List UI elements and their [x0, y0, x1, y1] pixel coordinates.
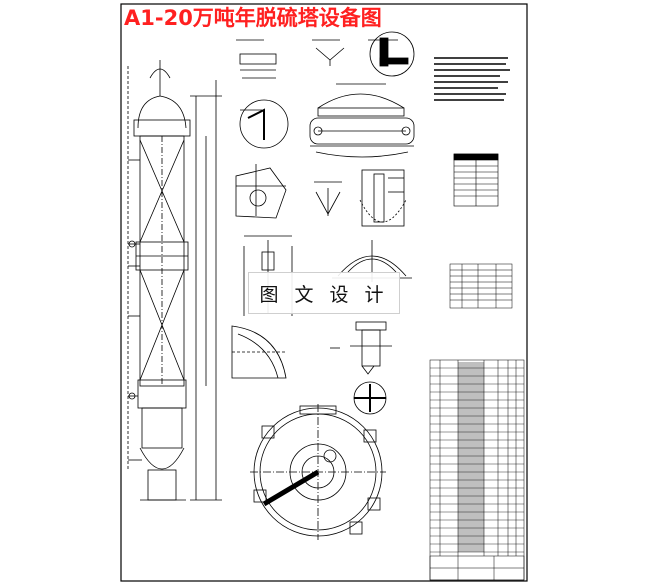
watermark-badge: 图 文 设 计	[248, 272, 400, 314]
drawing-title: A1-20万吨年脱硫塔设备图	[124, 6, 382, 30]
nozzle-table	[453, 153, 499, 207]
middle-details	[235, 164, 407, 227]
sheet-border	[120, 3, 528, 582]
curved-shell-detail	[231, 325, 287, 379]
top-details	[236, 31, 510, 101]
watermark-text: 图 文 设 计	[259, 283, 389, 306]
head-and-weld-details	[239, 83, 415, 158]
small-parts-table	[449, 263, 513, 309]
nozzle-flange-detail	[330, 321, 392, 415]
tower-plan-view	[250, 404, 386, 540]
tower-elevation-view	[127, 60, 222, 501]
bill-of-materials	[429, 359, 525, 581]
